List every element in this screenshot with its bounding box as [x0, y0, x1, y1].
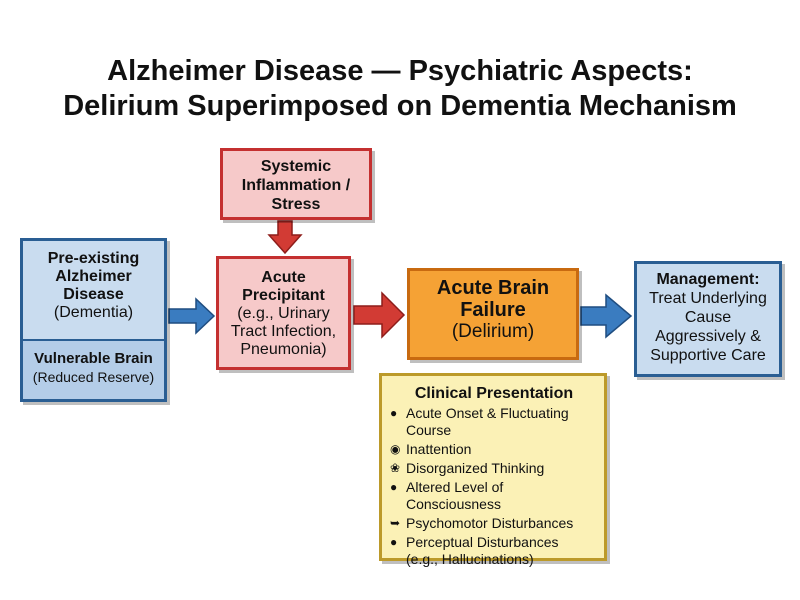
title-line-1: Alzheimer Disease — Psychiatric Aspects: [107, 55, 693, 87]
vulnerable-brain-section: Vulnerable Brain (Reduced Reserve) [23, 341, 164, 399]
brain-icon: ❀ [390, 461, 401, 475]
management-line: Aggressively & [655, 328, 761, 345]
eye-icon: ◉ [390, 442, 401, 456]
symptom-label: Inattention [406, 441, 472, 457]
management-box: Management: Treat Underlying Cause Aggre… [634, 261, 782, 377]
dementia-heading: Alzheimer [55, 268, 132, 285]
arrow-dementia-to-precipitant [168, 297, 216, 335]
list-item: ● Perceptual Disturbances(e.g., Hallucin… [390, 534, 598, 568]
precipitant-example: Tract Infection, [230, 323, 337, 340]
running-figure-icon: ➥ [390, 516, 401, 530]
list-item: ● Altered Level of Consciousness [390, 479, 598, 513]
list-item: ❀ Disorganized Thinking [390, 460, 598, 477]
clinical-presentation-box: Clinical Presentation ● Acute Onset & Fl… [379, 373, 607, 567]
symptom-label: Psychomotor Disturbances [406, 515, 574, 531]
acute-precipitant-box: Acute Precipitant (e.g., Urinary Tract I… [216, 256, 351, 370]
systemic-line: Stress [271, 196, 321, 213]
precipitant-example: Pneumonia) [240, 341, 327, 358]
head-icon: ● [390, 535, 398, 549]
symptom-label: (e.g., Hallucinations) [406, 551, 534, 567]
dementia-section: Pre-existing Alzheimer Disease (Dementia… [23, 241, 164, 341]
precipitant-example: (e.g., Urinary [237, 305, 330, 322]
systemic-inflammation-box: Systemic Inflammation / Stress [220, 148, 372, 220]
failure-heading: Acute Brain [436, 277, 550, 299]
list-item: ➥ Psychomotor Disturbances [390, 515, 598, 532]
list-item: ◉ Inattention [390, 441, 598, 458]
arrow-precipitant-to-failure [353, 291, 406, 339]
systemic-line: Systemic [260, 158, 332, 175]
symptom-label: Acute Onset & Fluctuating [406, 405, 569, 421]
vulnerable-brain-label: Vulnerable Brain [34, 350, 153, 367]
head-icon: ● [390, 480, 398, 494]
preexisting-alzheimer-box: Pre-existing Alzheimer Disease (Dementia… [20, 238, 167, 402]
precipitant-heading: Precipitant [242, 287, 325, 304]
dementia-heading: Pre-existing [47, 250, 140, 267]
symptom-label: Disorganized Thinking [406, 460, 545, 476]
management-line: Cause [684, 309, 732, 326]
failure-heading: Failure [460, 299, 526, 321]
reduced-reserve-label: (Reduced Reserve) [32, 369, 155, 385]
symptom-label: Perceptual Disturbances [406, 534, 559, 550]
clinical-presentation-title: Clinical Presentation [414, 385, 574, 402]
management-heading: Management: [656, 271, 760, 288]
acute-brain-failure-box: Acute Brain Failure (Delirium) [407, 268, 579, 360]
management-line: Supportive Care [650, 347, 766, 364]
head-icon: ● [390, 406, 398, 420]
delirium-label: (Delirium) [451, 321, 535, 342]
precipitant-heading: Acute [261, 269, 306, 286]
management-line: Treat Underlying [649, 290, 767, 307]
dementia-subtext: (Dementia) [53, 304, 134, 321]
diagram-title: Alzheimer Disease — Psychiatric Aspects:… [0, 54, 800, 124]
arrow-failure-to-management [580, 293, 633, 339]
systemic-line: Inflammation / [241, 177, 351, 194]
arrow-systemic-to-precipitant [267, 220, 303, 255]
symptom-label: Course [406, 422, 452, 438]
dementia-heading: Disease [63, 286, 124, 303]
symptom-label: Altered Level of Consciousness [406, 479, 504, 512]
title-line-2: Delirium Superimposed on Dementia Mechan… [63, 90, 737, 122]
